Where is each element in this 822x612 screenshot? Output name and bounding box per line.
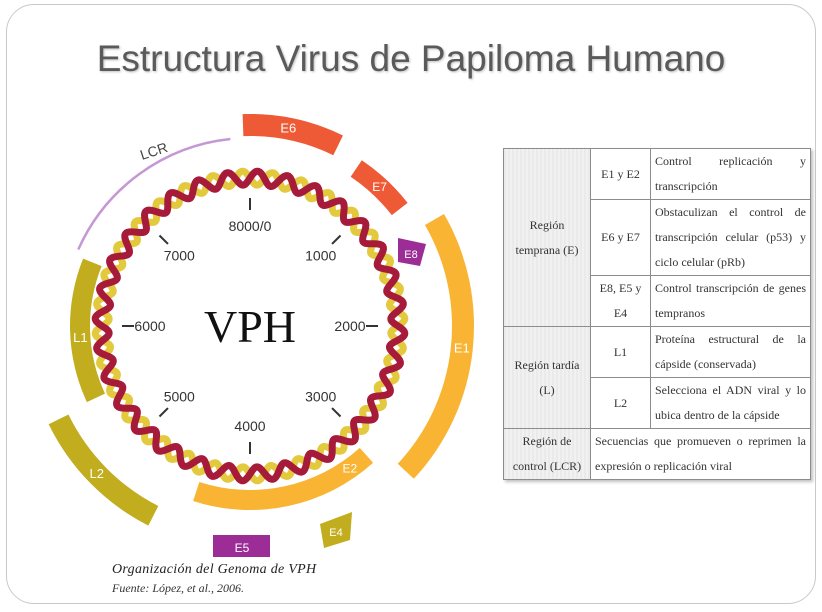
region-late-cell: Región tardía (L) bbox=[503, 326, 591, 429]
table-row: Región temprana (E) E1 y E2 Control repl… bbox=[503, 148, 811, 327]
segment-l2 bbox=[48, 414, 159, 526]
segment-label-e5: E5 bbox=[235, 541, 250, 555]
gene-cell: L2 bbox=[590, 377, 651, 429]
position-label: 4000 bbox=[234, 418, 265, 434]
segment-label-e7: E7 bbox=[372, 180, 387, 194]
table-row: E6 y E7 Obstaculizan el control de trans… bbox=[504, 199, 811, 276]
description-cell: Control replicación y transcripción bbox=[650, 148, 811, 200]
segment-label-l1: L1 bbox=[73, 330, 87, 345]
caption-source: Fuente: López, et al., 2006. bbox=[112, 581, 244, 595]
region-early-cell: Región temprana (E) bbox=[503, 148, 591, 327]
segment-label-l2: L2 bbox=[90, 466, 104, 481]
segment-e2 bbox=[193, 447, 374, 510]
segment-lcr bbox=[77, 137, 231, 251]
position-label: 2000 bbox=[334, 318, 365, 334]
segment-label-e6: E6 bbox=[280, 121, 296, 136]
segment-e8 bbox=[398, 238, 426, 266]
description-cell: Proteína estructural de la cápside (cons… bbox=[650, 326, 811, 378]
gene-cell: L1 bbox=[590, 326, 651, 378]
slide-title: Estructura Virus de Papiloma Humano bbox=[96, 38, 726, 79]
gene-function-table: Región temprana (E) E1 y E2 Control repl… bbox=[503, 148, 811, 480]
position-label: 5000 bbox=[164, 389, 195, 405]
segment-e4 bbox=[320, 512, 352, 548]
center-label: VPH bbox=[204, 301, 296, 352]
position-tick bbox=[158, 407, 169, 418]
description-cell: Selecciona el ADN viral y lo ubica dentr… bbox=[650, 377, 811, 429]
gene-segments bbox=[48, 113, 474, 557]
caption-title: Organización del Genoma de VPH bbox=[112, 562, 317, 577]
helix-strand-red bbox=[91, 167, 409, 485]
position-label: 3000 bbox=[305, 389, 336, 405]
region-control-cell: Región de control (LCR) bbox=[503, 428, 591, 480]
segment-label-e1: E1 bbox=[454, 340, 470, 355]
position-ticks bbox=[122, 198, 378, 454]
position-label: 1000 bbox=[305, 247, 336, 263]
position-tick bbox=[158, 234, 169, 245]
position-label: 8000/0 bbox=[229, 218, 272, 234]
position-label: 6000 bbox=[134, 318, 165, 334]
description-cell: Secuencias que promueven o reprimen la e… bbox=[590, 428, 811, 480]
dna-helix bbox=[91, 167, 409, 485]
position-label: 7000 bbox=[164, 247, 195, 263]
segment-label-e8: E8 bbox=[404, 249, 417, 261]
segment-e1 bbox=[397, 214, 474, 479]
position-tick bbox=[331, 407, 342, 418]
table-row: E8, E5 y E4 Control transcripción de gen… bbox=[504, 275, 811, 327]
segment-label-e2: E2 bbox=[342, 462, 357, 476]
table-row: Región de control (LCR) Secuencias que p… bbox=[503, 428, 811, 480]
description-cell: Control transcripción de genes tempranos bbox=[650, 275, 811, 327]
segment-e7 bbox=[350, 160, 408, 216]
table-row: L2 Selecciona el ADN viral y lo ubica de… bbox=[504, 377, 811, 429]
segment-e5 bbox=[213, 535, 270, 557]
gene-cell: E6 y E7 bbox=[590, 199, 651, 276]
gene-cell: E8, E5 y E4 bbox=[590, 275, 651, 327]
segment-l1 bbox=[70, 258, 105, 403]
figure-caption: Organización del Genoma de VPH Fuente: L… bbox=[112, 562, 432, 596]
table-row: Región tardía (L) L1 Proteína estructura… bbox=[503, 326, 811, 429]
description-cell: Obstaculizan el control de transcripción… bbox=[650, 199, 811, 276]
segment-e6 bbox=[242, 113, 343, 156]
gene-cell: E1 y E2 bbox=[590, 148, 651, 200]
segment-label-e4: E4 bbox=[329, 527, 342, 539]
position-tick bbox=[331, 234, 342, 245]
